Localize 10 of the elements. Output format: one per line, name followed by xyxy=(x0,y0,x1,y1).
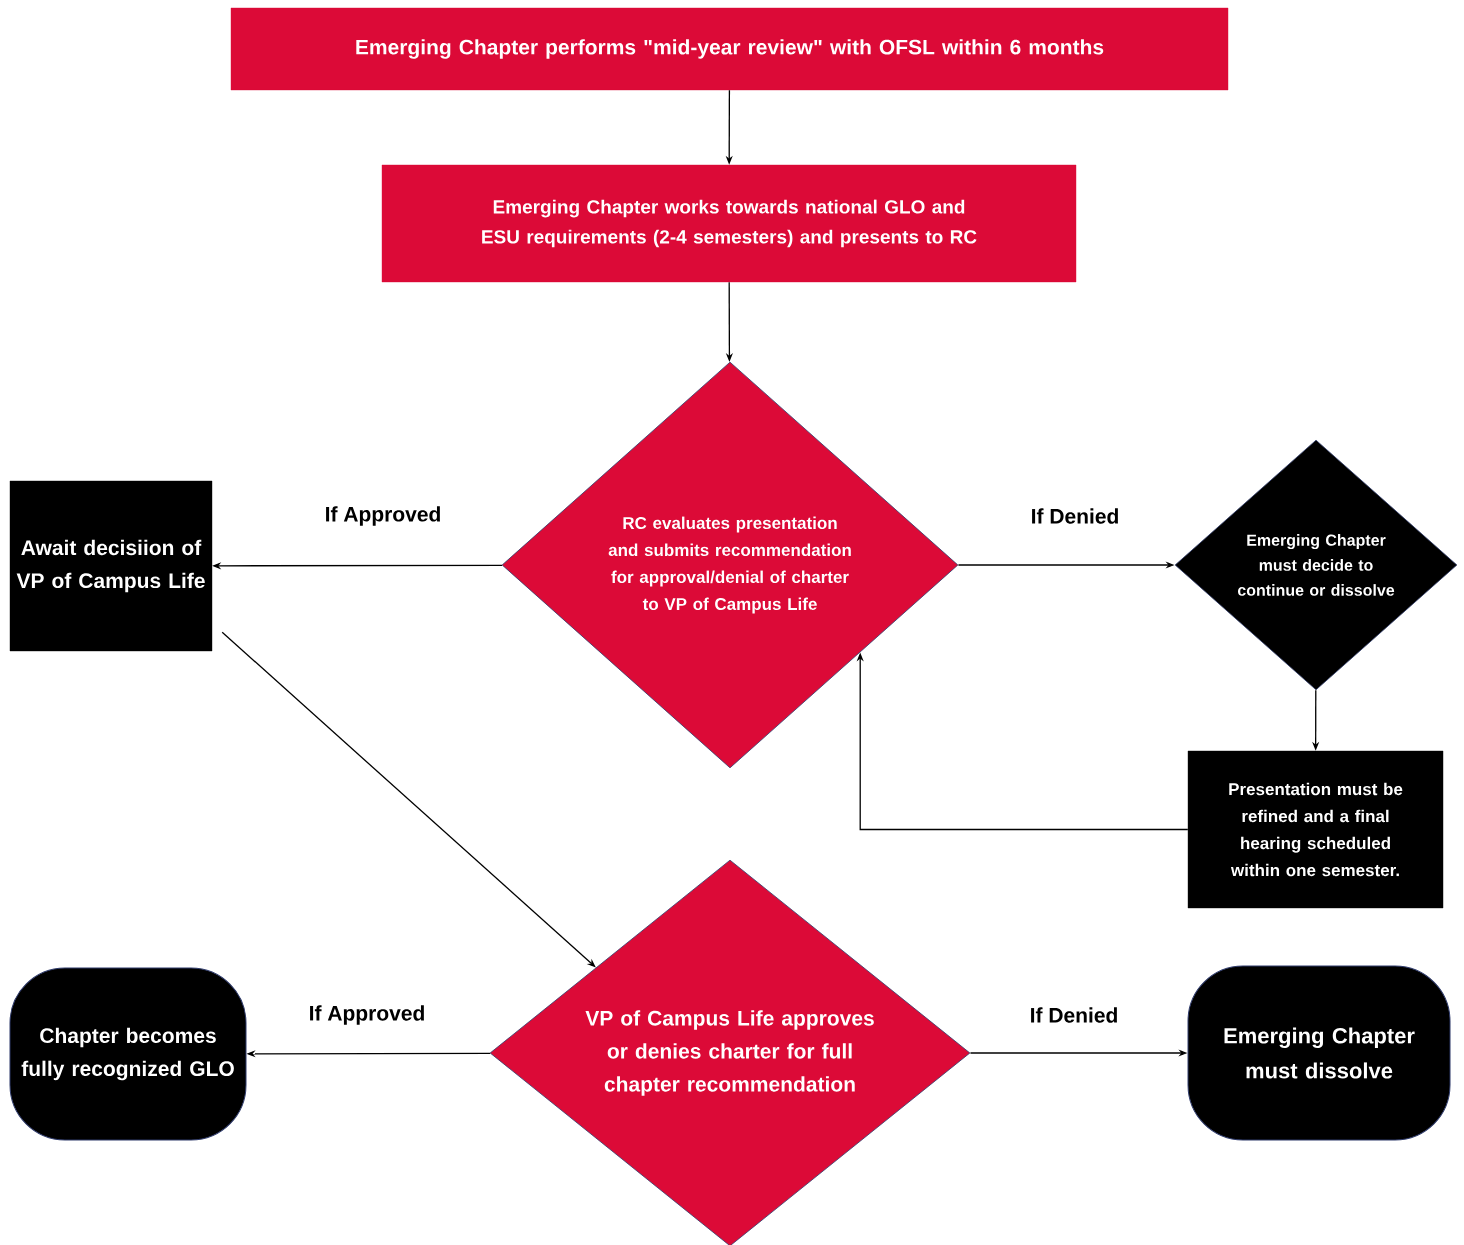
edge-label: If Approved xyxy=(306,1003,428,1027)
process-box: Emerging Chapter performs "mid-year review" with OFSL within 6 months xyxy=(230,7,1229,91)
terminal-box: Chapter becomes fully recognized GLO xyxy=(9,967,247,1141)
terminal-box: Emerging Chapter must dissolve xyxy=(1187,965,1451,1141)
process-box: Emerging Chapter works towards national GLO and ESU requirements (2-4 semesters) and presents to RC xyxy=(381,164,1077,283)
edge-label: If Approved xyxy=(322,504,444,528)
edge-label: If Denied xyxy=(1028,506,1122,526)
process-box: Presentation must be refined and a final hearing scheduled within one semester. xyxy=(1187,750,1444,909)
edge-label: If Denied xyxy=(1027,1005,1121,1025)
process-box: Await decisiion of VP of Campus Life xyxy=(9,480,213,652)
